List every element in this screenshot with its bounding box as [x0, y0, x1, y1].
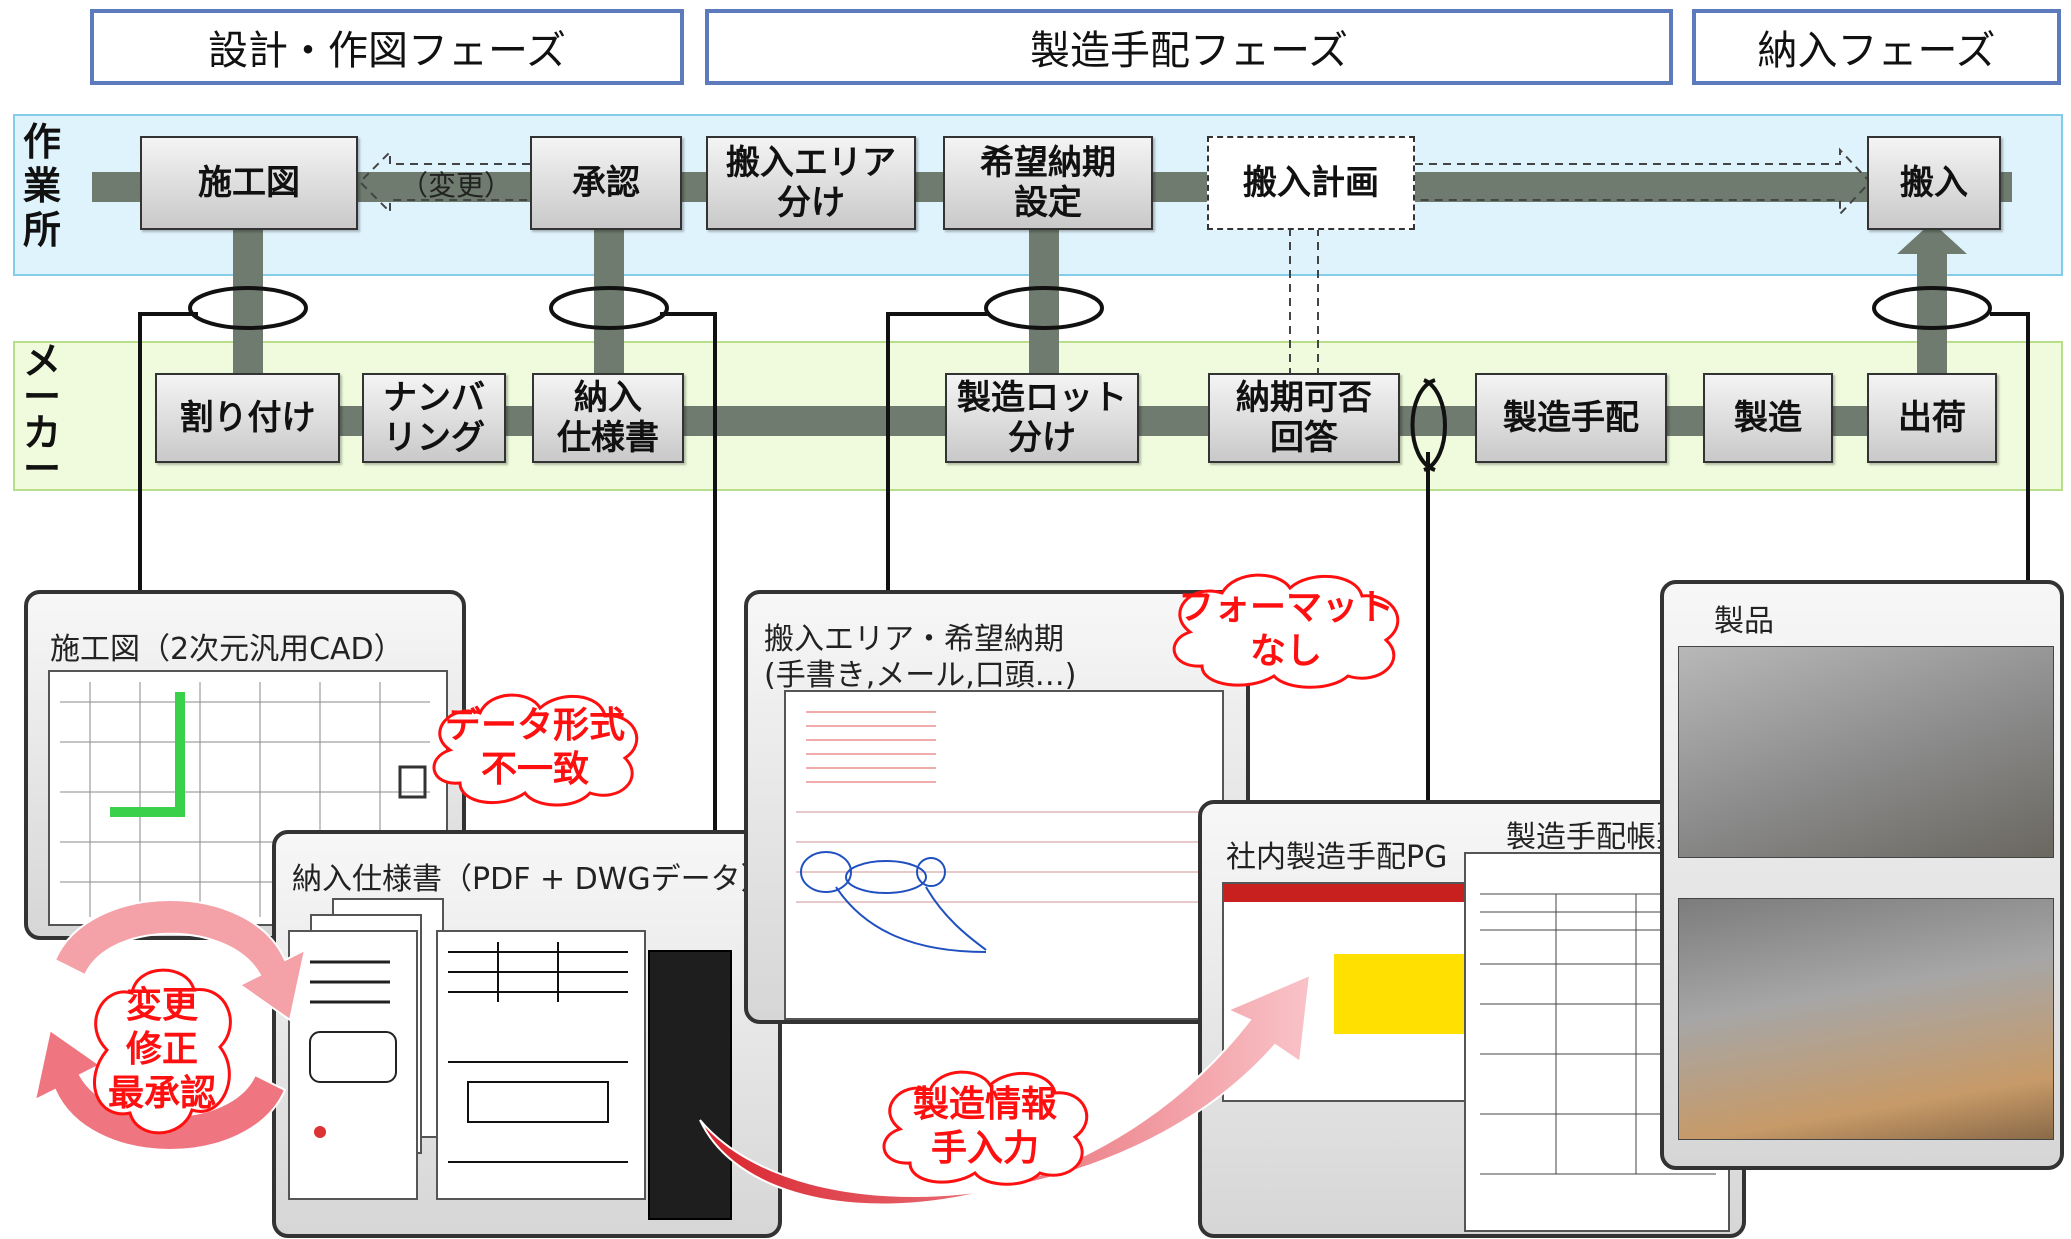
- node-delivery-area: 搬入エリア 分け: [706, 136, 916, 230]
- lane-maker-char: メ: [22, 339, 61, 383]
- cloud-format-mismatch-line2: 不一致: [480, 749, 589, 790]
- panel-connector-lines: [138, 312, 2030, 835]
- spec-dwg-sheet: [436, 930, 646, 1200]
- cloud-no-format-line2: なし: [1249, 631, 1322, 672]
- spec-page-front: [288, 930, 418, 1200]
- cloud-change-cycle-line3: 最承認: [107, 1073, 216, 1114]
- cloud-no-format: フォーマット なし: [1160, 568, 1412, 692]
- lane-site-char: 作: [22, 120, 61, 164]
- panel-product: 製品: [1660, 580, 2064, 1170]
- phase-delivery-label: 納入フェーズ: [1757, 28, 1996, 74]
- area-handwritten-sheet: [784, 690, 1224, 1020]
- panel-cad-title: 施工図（2次元汎用CAD）: [50, 632, 404, 667]
- loop-rings: [188, 286, 1992, 472]
- cad-drawing-lines: [60, 682, 430, 917]
- node-delivery-plan-label: 搬入計画: [1243, 163, 1379, 203]
- vertical-bar-lot: [1029, 230, 1059, 375]
- lane-maker-label: メ ー カ ー: [20, 339, 64, 491]
- node-date-answer-line2: 回答: [1270, 418, 1338, 458]
- pg-highlight-block: [1334, 954, 1474, 1034]
- node-mfg-label: 製造: [1734, 398, 1802, 438]
- vertical-bar-ship: [1917, 250, 1947, 375]
- cloud-format-mismatch: データ形式 不一致: [420, 688, 650, 808]
- node-spec-doc-line1: 納入: [574, 378, 642, 418]
- node-numbering-line2: リング: [383, 418, 485, 458]
- panel-pg-title: 社内製造手配PG: [1226, 840, 1448, 875]
- product-photo-2: [1678, 898, 2054, 1140]
- node-desired-date-line2: 設定: [1014, 183, 1082, 223]
- node-approval: 承認: [530, 136, 682, 230]
- phase-design: 設計・作図フェーズ: [90, 9, 684, 85]
- product-photo-1: [1678, 646, 2054, 858]
- cloud-change-cycle-line2: 修正: [125, 1029, 198, 1070]
- phase-manufacture: 製造手配フェーズ: [705, 9, 1673, 85]
- lane-maker-char: カ: [22, 411, 61, 455]
- spec-page-lines: [309, 960, 397, 1138]
- node-date-answer-line1: 納期可否: [1236, 378, 1372, 418]
- node-desired-date: 希望納期 設定: [943, 136, 1153, 230]
- spec-cad-screen: [648, 950, 732, 1220]
- node-lot-split-line2: 分け: [1008, 418, 1076, 458]
- node-delivery-plan: 搬入計画: [1207, 136, 1415, 230]
- node-allocation-label: 割り付け: [179, 398, 316, 438]
- cloud-format-mismatch-line1: データ形式: [444, 705, 625, 746]
- node-delivery-area-line2: 分け: [777, 183, 845, 223]
- phase-design-label: 設計・作図フェーズ: [208, 28, 566, 74]
- vertical-bar-spec: [594, 230, 624, 375]
- panel-product-title: 製品: [1714, 604, 1774, 639]
- phase-delivery: 納入フェーズ: [1692, 9, 2061, 85]
- node-lot-split: 製造ロット 分け: [945, 373, 1139, 463]
- node-construction-drawing-label: 施工図: [198, 163, 300, 203]
- phase-manufacture-label: 製造手配フェーズ: [1030, 28, 1348, 74]
- panel-spec-title: 納入仕様書（PDF + DWGデータ）: [292, 862, 771, 897]
- pg-header-bar: [1224, 884, 1482, 902]
- vertical-bar-cad: [233, 230, 263, 375]
- arrow-up-shipping: [1897, 222, 1967, 254]
- pg-screenshot: [1222, 882, 1484, 1102]
- cloud-change-cycle: 変更 修正 最承認: [82, 955, 242, 1145]
- lane-maker-char: ー: [22, 375, 61, 419]
- node-mfg-arrange: 製造手配: [1475, 373, 1667, 463]
- lane-site-char: 業: [22, 164, 61, 208]
- panel-slip-title: 製造手配帳票: [1506, 820, 1686, 855]
- cloud-manual-input-line1: 製造情報: [912, 1084, 1057, 1125]
- cloud-shape: [1172, 573, 1400, 689]
- cloud-manual-input-line2: 手入力: [930, 1128, 1039, 1169]
- node-numbering-line1: ナンバ: [383, 378, 485, 418]
- node-approval-label: 承認: [572, 163, 640, 203]
- node-delivery-in: 搬入: [1867, 136, 2001, 230]
- panel-spec: 納入仕様書（PDF + DWGデータ）: [272, 830, 782, 1238]
- node-spec-doc: 納入 仕様書: [532, 373, 684, 463]
- change-label: （変更）: [400, 169, 513, 202]
- node-delivery-area-line1: 搬入エリア: [726, 143, 896, 183]
- area-sheet-lines: [796, 711, 1216, 953]
- cloud-manual-input: 製造情報 手入力: [870, 1065, 1100, 1189]
- node-delivery-in-label: 搬入: [1900, 163, 1968, 203]
- node-allocation: 割り付け: [155, 373, 340, 463]
- node-mfg-arrange-label: 製造手配: [1503, 398, 1639, 438]
- cloud-no-format-line1: フォーマット: [1177, 587, 1394, 628]
- cloud-shape: [882, 1070, 1089, 1186]
- node-mfg: 製造: [1703, 373, 1833, 463]
- panel-area-title-line1: 搬入エリア・希望納期: [764, 622, 1064, 657]
- lane-site-label: 作 業 所: [20, 120, 64, 252]
- node-desired-date-line1: 希望納期: [980, 143, 1116, 183]
- cloud-shape: [93, 968, 232, 1135]
- node-date-answer: 納期可否 回答: [1208, 373, 1400, 463]
- node-numbering: ナンバ リング: [362, 373, 506, 463]
- node-shipping-label: 出荷: [1898, 398, 1966, 438]
- cloud-change-cycle-line1: 変更: [125, 985, 198, 1026]
- panel-area-title-line2: (手書き,メール,口頭…): [764, 658, 1077, 693]
- lane-maker-char: ー: [22, 447, 61, 491]
- node-construction-drawing: 施工図: [140, 136, 358, 230]
- node-shipping: 出荷: [1867, 373, 1997, 463]
- panel-area: 搬入エリア・希望納期 (手書き,メール,口頭…): [744, 590, 1250, 1024]
- node-lot-split-line1: 製造ロット: [957, 378, 1127, 418]
- cloud-shape: [432, 693, 639, 807]
- spec-dwg-lines: [448, 942, 628, 1163]
- change-arrow: [358, 149, 530, 215]
- node-spec-doc-line2: 仕様書: [557, 418, 659, 458]
- lane-site-char: 所: [22, 208, 61, 252]
